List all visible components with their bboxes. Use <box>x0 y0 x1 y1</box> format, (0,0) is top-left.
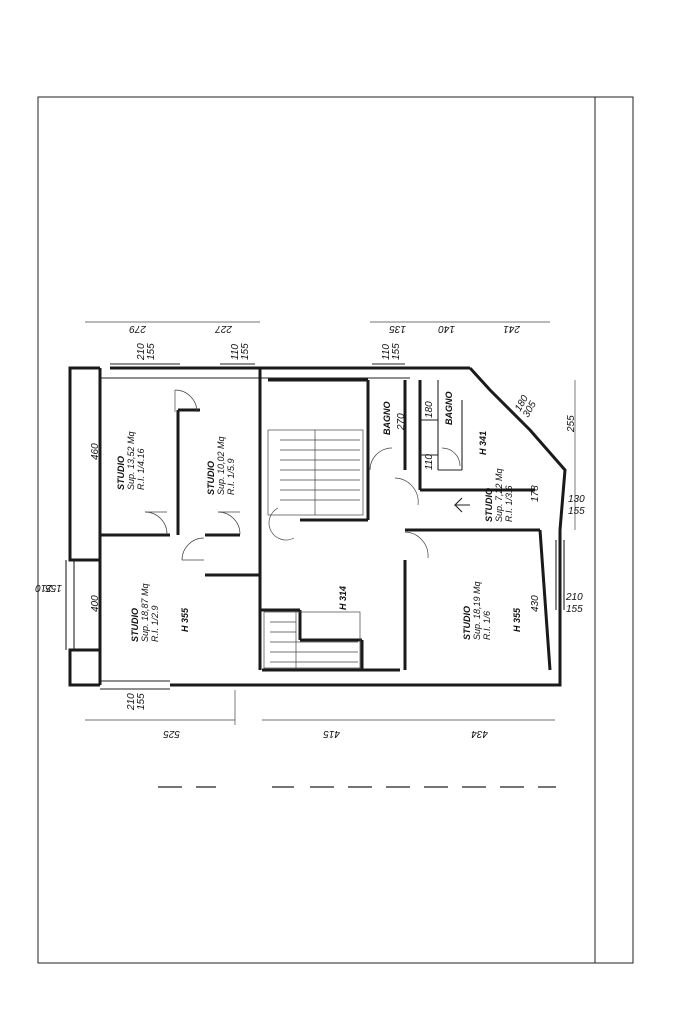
dim-int-400: 400 <box>90 595 101 612</box>
room-studio-3-ratio: R.I. 1/2.9 <box>150 605 160 642</box>
staircase-upper <box>267 429 364 516</box>
dim-bottom-415: 415 <box>323 728 340 739</box>
bathroom-1-name: BAGNO <box>382 402 392 436</box>
room-studio-5-area: Sup. 7,22 Mq <box>494 468 504 522</box>
dim-int-430: 430 <box>530 595 541 612</box>
room-studio-1-ratio: R.I. 1/4.16 <box>136 448 146 490</box>
room-studio-2-area: Sup. 10,02 Mq <box>216 436 226 495</box>
dim-win-155-right: 155 <box>566 604 583 615</box>
dim-win-155-a: 155 <box>146 343 157 360</box>
room-studio-1-name: STUDIO <box>116 456 126 490</box>
hall-height: H 314 <box>338 586 348 610</box>
dim-top-140: 140 <box>438 323 455 334</box>
dim-int-270: 270 <box>396 413 407 431</box>
dim-win-210-right: 210 <box>565 592 583 603</box>
room-studio-4-height: H 355 <box>512 607 522 632</box>
dimension-lines <box>85 321 576 725</box>
room-studio-2-ratio: R.I. 1/5.9 <box>226 458 236 495</box>
windows <box>65 363 565 690</box>
dim-top-279: 279 <box>129 323 147 334</box>
interior-walls <box>100 368 552 672</box>
staircase-lower <box>263 611 361 669</box>
dim-top-227: 227 <box>215 323 233 334</box>
dim-top-135: 135 <box>389 323 406 334</box>
bathroom-2-name: BAGNO <box>444 392 454 426</box>
dim-int-180: 180 <box>424 401 435 418</box>
room-studio-3-name: STUDIO <box>130 608 140 642</box>
dim-win-155-bottom: 155 <box>136 693 147 710</box>
dim-win-155-b: 155 <box>240 343 251 360</box>
dim-win-210-left: 210 <box>35 582 53 593</box>
room-studio-5-name: STUDIO <box>484 488 494 522</box>
dim-win-110-b: 110 <box>381 344 392 360</box>
dim-win-130: 130 <box>568 494 585 505</box>
entry-arrow-icon <box>453 497 470 513</box>
room-studio-4-area: Sup. 18,19 Mq <box>472 581 482 640</box>
door-swings <box>144 389 461 561</box>
room-studio-3-height: H 355 <box>180 607 190 632</box>
dim-win-110-a: 110 <box>230 344 241 360</box>
dim-int-460: 460 <box>90 443 101 460</box>
room-studio-5-ratio: R.I. 1/3.6 <box>504 485 514 522</box>
room-studio-2-name: STUDIO <box>206 461 216 495</box>
dim-bottom-434: 434 <box>471 728 488 739</box>
dim-win-155-c: 155 <box>391 343 402 360</box>
dim-top-241: 241 <box>503 323 521 334</box>
room-studio-4-name: STUDIO <box>462 606 472 640</box>
dim-win-210-bottom: 210 <box>126 693 137 711</box>
dim-int-255: 255 <box>566 415 577 433</box>
room-studio-1-area: Sup. 13,52 Mq <box>126 431 136 490</box>
sheet-border <box>37 96 634 964</box>
dim-win-210-a: 210 <box>136 343 147 361</box>
room-studio-3-area: Sup. 18,87 Mq <box>140 583 150 642</box>
dim-bottom-525: 525 <box>163 728 180 739</box>
dim-win-155-d: 155 <box>568 506 585 517</box>
upper-right-height: H 341 <box>478 431 488 455</box>
room-studio-4-ratio: R.I. 1/6 <box>482 611 492 640</box>
dim-win-155-left: 155 <box>45 582 62 593</box>
dim-int-110: 110 <box>424 454 435 470</box>
dim-int-178: 178 <box>530 485 541 502</box>
exterior-walls <box>68 366 567 687</box>
